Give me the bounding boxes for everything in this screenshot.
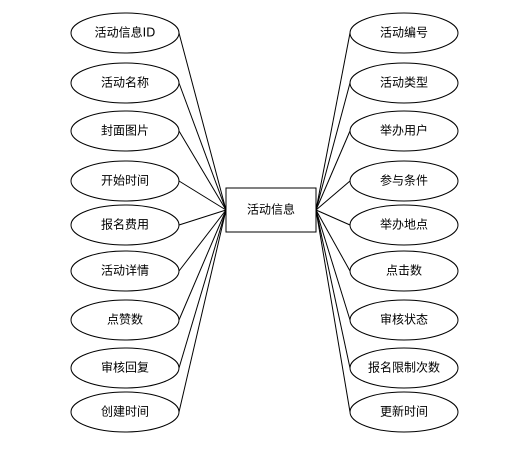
attribute-label: 开始时间 xyxy=(101,174,149,188)
connector-right-7 xyxy=(315,209,351,369)
attribute-ellipse xyxy=(70,110,180,152)
entity-label: 活动信息 xyxy=(247,202,295,217)
attribute-label: 活动详情 xyxy=(101,263,149,278)
attribute-label: 活动类型 xyxy=(380,76,428,90)
attribute-ellipse xyxy=(349,12,459,54)
attribute-label: 活动名称 xyxy=(101,75,149,90)
attribute-ellipse xyxy=(70,299,180,341)
entity-box: 活动信息 xyxy=(225,187,317,233)
attribute-label: 创建时间 xyxy=(101,405,149,419)
connector-right-8 xyxy=(315,209,351,413)
attribute-ellipse xyxy=(70,12,180,54)
connector-left-4 xyxy=(178,209,227,226)
attribute-ellipse xyxy=(349,250,459,292)
attribute-ellipse xyxy=(349,62,459,104)
attribute-right-5: 点击数 xyxy=(349,250,459,292)
attribute-label: 活动编号 xyxy=(380,25,428,40)
connector-left-8 xyxy=(178,209,227,413)
attribute-ellipse xyxy=(349,160,459,202)
connector-right-3 xyxy=(315,180,351,211)
attribute-right-8: 更新时间 xyxy=(349,391,459,433)
attribute-ellipse xyxy=(349,391,459,433)
connector-right-4 xyxy=(315,209,351,226)
attribute-label: 更新时间 xyxy=(380,404,428,419)
attribute-ellipse xyxy=(349,204,459,246)
attribute-label: 点击数 xyxy=(386,263,422,278)
attribute-label: 参与条件 xyxy=(380,173,428,188)
attribute-left-5: 活动详情 xyxy=(70,250,180,292)
connector-left-0 xyxy=(178,32,227,211)
attribute-label: 报名限制次数 xyxy=(368,360,440,375)
attribute-ellipse xyxy=(70,347,180,389)
connector-lines xyxy=(178,32,351,413)
attribute-ellipse xyxy=(349,110,459,152)
connector-left-2 xyxy=(178,130,227,211)
connector-right-0 xyxy=(315,32,351,211)
attribute-label: 报名费用 xyxy=(101,217,149,232)
connector-left-6 xyxy=(178,209,227,321)
attribute-ellipse xyxy=(70,204,180,246)
attribute-ellipse xyxy=(70,250,180,292)
attribute-left-7: 审核回复 xyxy=(70,347,180,389)
attribute-right-3: 参与条件 xyxy=(349,160,459,202)
attribute-right-1: 活动类型 xyxy=(349,62,459,104)
attribute-left-8: 创建时间 xyxy=(70,391,180,433)
attribute-label: 审核状态 xyxy=(380,312,428,327)
attribute-ellipse xyxy=(349,299,459,341)
attribute-left-4: 报名费用 xyxy=(70,204,180,246)
connector-right-6 xyxy=(315,209,351,321)
attribute-label: 封面图片 xyxy=(101,124,149,138)
attribute-ellipse xyxy=(70,391,180,433)
attribute-label: 举办用户 xyxy=(380,123,428,138)
connector-right-5 xyxy=(315,209,351,272)
attribute-left-0: 活动信息ID xyxy=(70,12,180,54)
attribute-right-7: 报名限制次数 xyxy=(349,347,459,389)
attribute-label: 活动信息ID xyxy=(95,25,156,40)
attribute-right-0: 活动编号 xyxy=(349,12,459,54)
attribute-label: 点赞数 xyxy=(107,312,143,327)
attribute-label: 举办地点 xyxy=(380,217,428,232)
connector-left-7 xyxy=(178,209,227,369)
attribute-ellipse xyxy=(349,347,459,389)
attribute-ellipse xyxy=(70,62,180,104)
attribute-right-4: 举办地点 xyxy=(349,204,459,246)
attribute-left-3: 开始时间 xyxy=(70,160,180,202)
attribute-right-6: 审核状态 xyxy=(349,299,459,341)
attribute-left-2: 封面图片 xyxy=(70,110,180,152)
connector-left-1 xyxy=(178,82,227,211)
connector-left-3 xyxy=(178,180,227,211)
connector-right-2 xyxy=(315,130,351,211)
attribute-left-1: 活动名称 xyxy=(70,62,180,104)
connector-right-1 xyxy=(315,82,351,211)
attribute-left-6: 点赞数 xyxy=(70,299,180,341)
attribute-right-2: 举办用户 xyxy=(349,110,459,152)
attribute-ellipse xyxy=(70,160,180,202)
connector-left-5 xyxy=(178,209,227,272)
attribute-label: 审核回复 xyxy=(101,360,149,375)
